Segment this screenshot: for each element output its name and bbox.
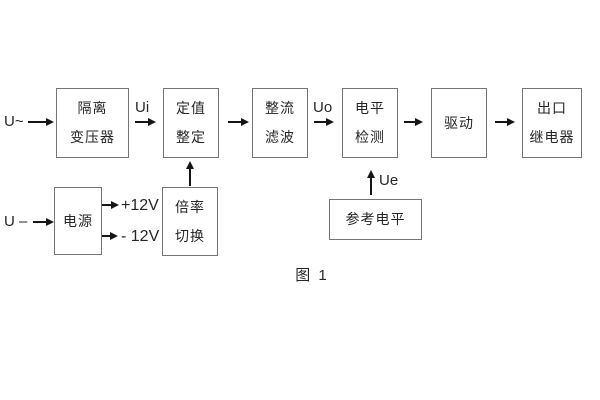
label-signal-ui: Ui bbox=[135, 99, 150, 116]
label-ac-input: U~ bbox=[4, 113, 24, 130]
block-label: 驱动 bbox=[444, 114, 474, 131]
arrow-reference-to-level bbox=[367, 170, 375, 195]
block-label: 出口 bbox=[537, 100, 567, 116]
block-label: 定值 bbox=[176, 100, 206, 116]
arrow-rectifier-to-level bbox=[314, 118, 334, 126]
block-label: 继电器 bbox=[529, 129, 575, 145]
block-driver: 驱动 bbox=[431, 88, 487, 158]
arrow-setpoint-to-rectifier bbox=[228, 118, 249, 126]
label-minus-12v: - 12V bbox=[121, 228, 160, 245]
arrow-power-plus-rail bbox=[102, 201, 119, 209]
block-ratio-switch: 倍率 切换 bbox=[162, 187, 218, 256]
arrow-dc-to-power bbox=[33, 218, 54, 226]
label-plus-12v: +12V bbox=[121, 197, 159, 214]
block-reference-level: 参考电平 bbox=[329, 199, 422, 240]
block-rectifier-filter: 整流 滤波 bbox=[252, 88, 308, 158]
block-isolation-transformer: 隔离 变压器 bbox=[56, 88, 129, 158]
block-setpoint-adjust: 定值 整定 bbox=[163, 88, 219, 158]
label-dc-input: U – bbox=[4, 213, 28, 230]
figure-caption: 图 1 bbox=[295, 267, 329, 284]
block-label: 倍率 bbox=[175, 198, 205, 215]
block-label: 参考电平 bbox=[345, 211, 406, 227]
block-label: 电源 bbox=[63, 212, 93, 229]
block-level-detector: 电平 检测 bbox=[342, 88, 398, 158]
arrow-ratio-to-setpoint bbox=[186, 161, 194, 186]
block-output-relay: 出口 继电器 bbox=[522, 88, 582, 158]
block-label: 变压器 bbox=[70, 129, 115, 145]
block-label: 电平 bbox=[355, 100, 385, 116]
block-label: 滤波 bbox=[265, 129, 295, 145]
block-label: 切换 bbox=[175, 227, 205, 244]
block-label: 整定 bbox=[176, 129, 206, 145]
block-label: 整流 bbox=[265, 100, 295, 116]
arrow-power-minus-rail bbox=[102, 232, 118, 240]
block-label: 隔离 bbox=[77, 100, 108, 116]
arrow-level-to-driver bbox=[404, 118, 423, 126]
block-power-supply: 电源 bbox=[54, 187, 102, 255]
block-label: 检测 bbox=[355, 129, 385, 145]
arrow-ac-to-transformer bbox=[28, 118, 54, 126]
arrow-driver-to-relay bbox=[495, 118, 515, 126]
label-signal-ue: Ue bbox=[379, 172, 399, 189]
label-signal-uo: Uo bbox=[313, 99, 333, 116]
arrow-transformer-to-setpoint bbox=[135, 118, 156, 126]
